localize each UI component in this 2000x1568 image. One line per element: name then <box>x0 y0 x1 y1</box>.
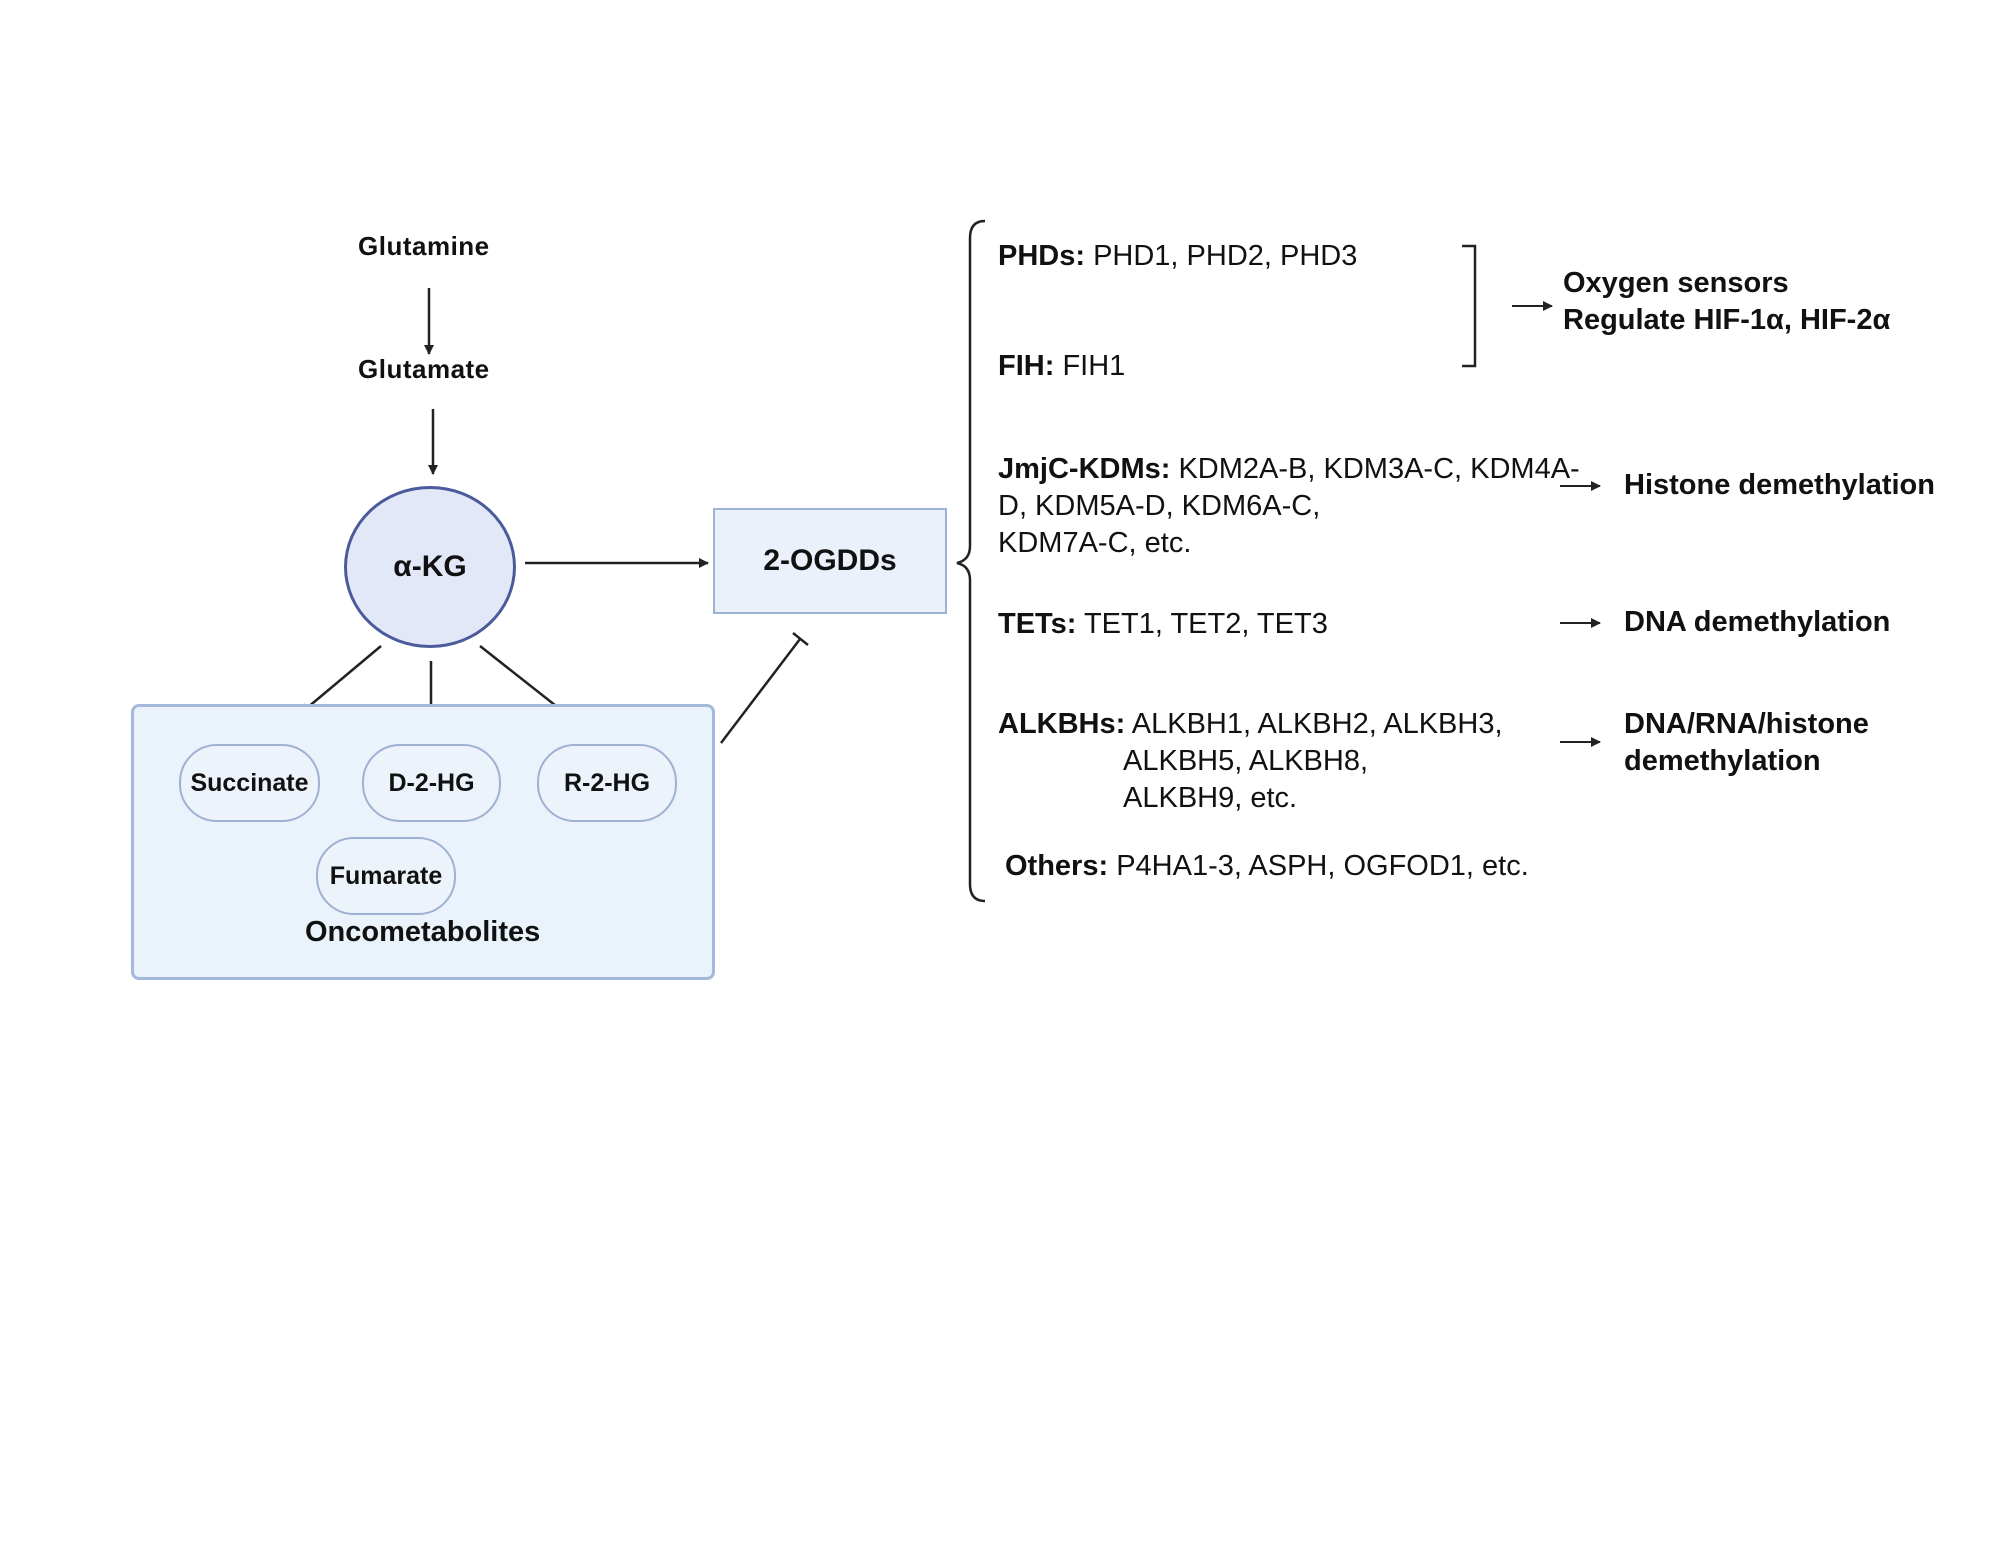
inhibition-bar <box>792 632 809 646</box>
succinate-label: Succinate <box>190 768 309 797</box>
dnarna-line2: demethylation <box>1624 745 1821 777</box>
jmjc-line1: KDM2A-B, KDM3A-C, KDM4A- <box>1178 453 1580 485</box>
enzyme-brace <box>956 219 986 903</box>
others-head: Others: <box>1005 850 1109 882</box>
tets-head: TETs: <box>998 608 1077 640</box>
enzyme-alkbhs: ALKBHs: ALKBH1, ALKBH2, ALKBH3, <box>998 706 1503 743</box>
jmjc-line2: D, KDM5A-D, KDM6A-C, <box>998 490 1321 522</box>
oxygen-bracket <box>1462 244 1477 368</box>
r2hg-node: R-2-HG <box>537 744 677 822</box>
inhibition-line <box>720 638 801 744</box>
alkbhs-head: ALKBHs: <box>998 708 1126 740</box>
r2hg-label: R-2-HG <box>563 768 651 797</box>
d2hg-label: D-2-HG <box>388 768 475 797</box>
arrow-akg-r2hg <box>479 645 566 714</box>
oncometabolites-title: Oncometabolites <box>305 916 541 948</box>
fumarate-node: Fumarate <box>316 837 456 915</box>
arrow-akg-succinate <box>300 645 382 714</box>
enzyme-others: Others: P4HA1-3, ASPH, OGFOD1, etc. <box>1005 848 1529 885</box>
outcome-dna: DNA demethylation <box>1624 606 1891 638</box>
enzyme-jmjc: JmjC-KDMs: KDM2A-B, KDM3A-C, KDM4A- D, K… <box>998 451 1580 562</box>
dnarna-line1: DNA/RNA/histone <box>1624 708 1869 740</box>
alkbhs-line1: ALKBH1, ALKBH2, ALKBH3, <box>1131 708 1503 740</box>
akg-label: α-KG <box>393 550 467 583</box>
tets-text: TET1, TET2, TET3 <box>1083 608 1328 640</box>
alkbhs-line3: ALKBH9, etc. <box>1123 782 1298 814</box>
phds-text: PHD1, PHD2, PHD3 <box>1093 240 1358 272</box>
enzyme-fih: FIH: FIH1 <box>998 348 1125 385</box>
glutamate-label: Glutamate <box>358 354 490 384</box>
ogdd-node: 2-OGDDs <box>713 508 947 614</box>
succinate-node: Succinate <box>179 744 320 822</box>
ogdd-label: 2-OGDDs <box>763 544 897 577</box>
others-text: P4HA1-3, ASPH, OGFOD1, etc. <box>1116 850 1529 882</box>
enzyme-tets: TETs: TET1, TET2, TET3 <box>998 606 1328 643</box>
enzyme-phds: PHDs: PHD1, PHD2, PHD3 <box>998 238 1357 275</box>
akg-node: α-KG <box>344 486 516 648</box>
fih-text: FIH1 <box>1062 350 1126 382</box>
jmjc-line3: KDM7A-C, etc. <box>998 527 1192 559</box>
phds-head: PHDs: <box>998 240 1086 272</box>
outcome-dnarna: DNA/RNA/histone demethylation <box>1624 706 1869 780</box>
outcome-oxygen: Oxygen sensors Regulate HIF-1α, HIF-2α <box>1563 265 1890 339</box>
oxygen-line2: Regulate HIF-1α, HIF-2α <box>1563 304 1891 336</box>
fih-head: FIH: <box>998 350 1055 382</box>
fumarate-label: Fumarate <box>329 861 443 890</box>
glutamine-label: Glutamine <box>358 231 490 261</box>
jmjc-head: JmjC-KDMs: <box>998 453 1171 485</box>
alkbhs-line2: ALKBH5, ALKBH8, <box>1123 745 1369 777</box>
oxygen-line1: Oxygen sensors <box>1563 267 1789 299</box>
outcome-histone: Histone demethylation <box>1624 469 1935 501</box>
d2hg-node: D-2-HG <box>362 744 501 822</box>
